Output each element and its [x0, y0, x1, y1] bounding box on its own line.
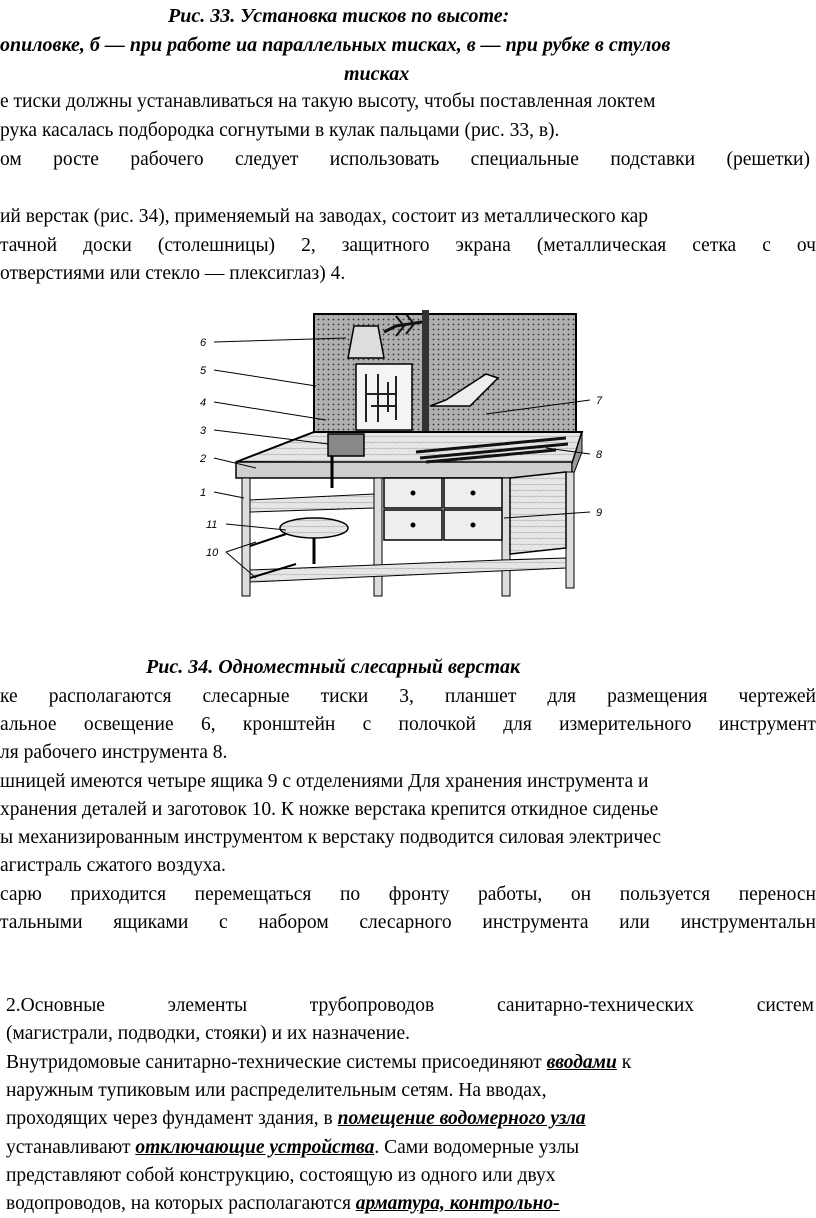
- label-8: 8: [596, 449, 603, 461]
- paragraph-vise-height-line1: е тиски должны устанавливаться на такую …: [0, 91, 656, 112]
- label-4: 4: [200, 397, 206, 409]
- label-7: 7: [596, 395, 603, 407]
- label-2: 2: [199, 453, 206, 465]
- label-1: 1: [200, 487, 206, 499]
- paragraph-workbench-line1: ий верстак (рис. 34), применяемый на зав…: [0, 206, 649, 227]
- middle-shelf: [249, 493, 375, 513]
- section-2-text-line2: наружным тупиковым или распределительным…: [6, 1080, 547, 1101]
- section-2-text-line5: представляют собой конструкцию, состоящу…: [6, 1165, 556, 1186]
- paragraph-components-line5: хранения деталей и заготовок 10. К ножке…: [0, 799, 659, 820]
- paragraph-components-line7: агистраль сжатого воздуха.: [0, 855, 226, 876]
- bracket-shelf: [429, 373, 500, 407]
- folding-seat: [279, 517, 349, 539]
- tool-rack: [415, 436, 569, 464]
- section-2-heading-line2: (магистрали, подводки, стояки) и их назн…: [6, 1023, 410, 1044]
- paragraph-workbench-line3: отверстиями или стекло — плексиглаз) 4.: [0, 263, 346, 284]
- drawers: [383, 477, 503, 541]
- paragraph-components-line3: ля рабочего инструмента 8.: [0, 742, 228, 763]
- workbench-illustration: 6 5 4 3 2 1 11 10 7 8 9: [199, 310, 603, 597]
- bottom-shelf: [249, 557, 567, 583]
- section-2-text-line6: водопроводов, на которых располагаются а…: [6, 1193, 560, 1214]
- tabletop-front: [235, 461, 573, 479]
- label-9: 9: [596, 507, 602, 519]
- paragraph-components-line6: ы механизированным инструментом к верста…: [0, 827, 662, 848]
- lamp-stand: [422, 310, 429, 438]
- label-10: 10: [206, 547, 219, 559]
- label-3: 3: [200, 425, 207, 437]
- figure-33-caption-line2: опиловке, б — при работе иа параллельных…: [0, 34, 671, 56]
- section-2-text-line3: проходящих через фундамент здания, в пом…: [6, 1108, 586, 1129]
- label-6: 6: [200, 337, 207, 349]
- vise: [327, 433, 365, 457]
- section-2-text-line1: Внутридомовые санитарно-технические сист…: [6, 1052, 632, 1073]
- figure-34-caption: Рис. 34. Одноместный слесарный верстак: [146, 656, 521, 678]
- paragraph-vise-height-line2: рука касалась подбородка согнутыми в кул…: [0, 120, 560, 141]
- lamp-shade: [347, 325, 385, 359]
- figure-33-caption-line1: Рис. 33. Установка тисков по высоте:: [168, 5, 510, 27]
- section-2-text-line4: устанавливают отключающие устройства. Са…: [6, 1137, 580, 1158]
- figure-33-caption-line3: тисках: [344, 63, 410, 85]
- label-5: 5: [200, 365, 207, 377]
- paragraph-components-line4: шницей имеются четыре ящика 9 с отделени…: [0, 771, 649, 792]
- label-11: 11: [206, 519, 217, 531]
- drawing-tablet: [355, 363, 413, 431]
